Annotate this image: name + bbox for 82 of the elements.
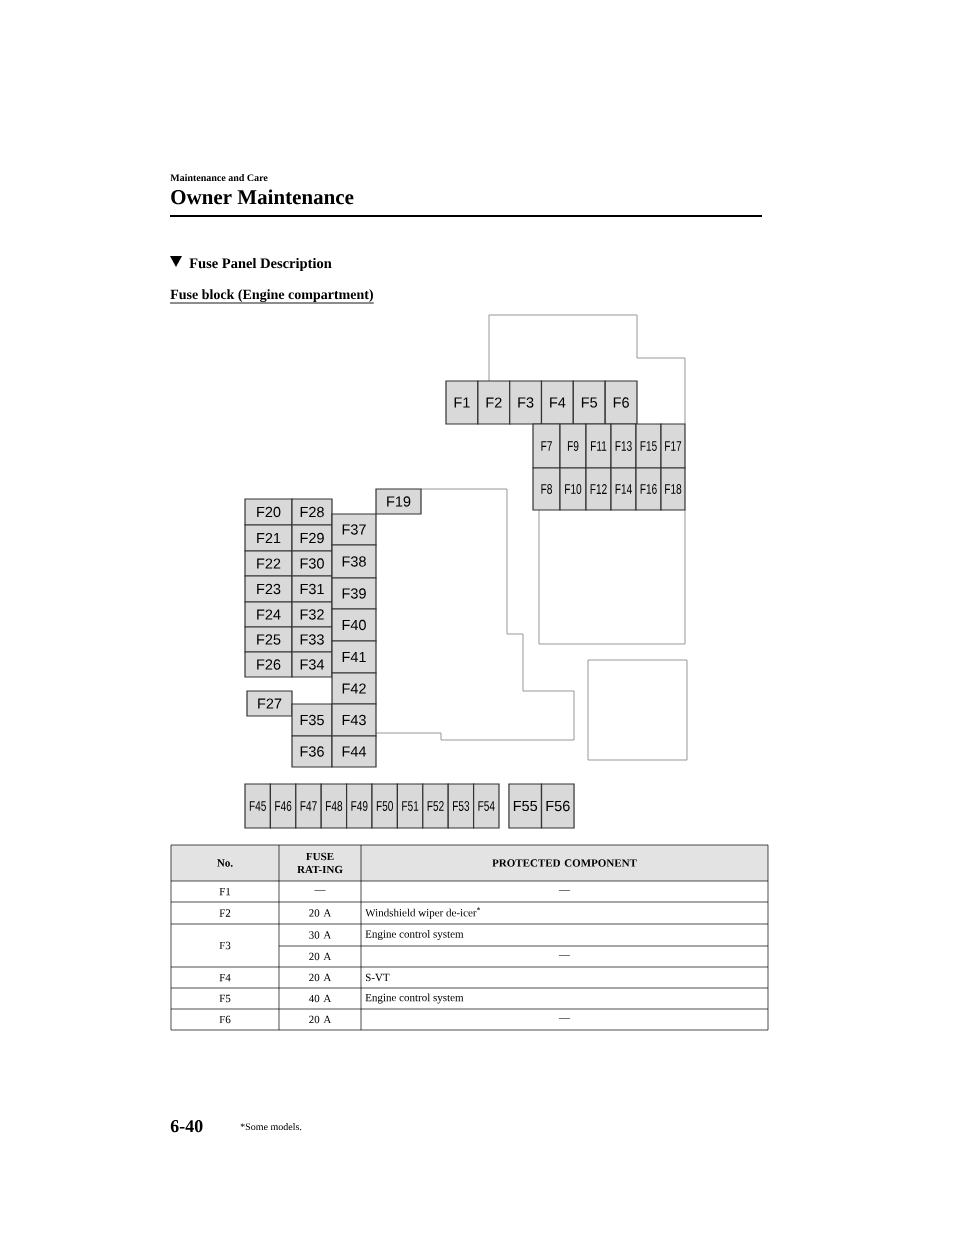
fuse-box: F42 [331, 672, 377, 705]
fuse-box: F15 [635, 423, 662, 469]
fuse-box: F43 [331, 703, 377, 737]
table-cell: No. [217, 859, 233, 867]
fuse-box: F48 [320, 783, 348, 829]
fuse-box: F4 [540, 380, 574, 425]
fuse-box: F32 [291, 601, 333, 628]
fuse-box: F16 [635, 467, 662, 511]
fuse-box: F49 [346, 783, 373, 829]
table-cell: 20 A [309, 952, 332, 961]
fuse-box: F44 [331, 735, 377, 768]
table-cell: — [314, 890, 326, 891]
table-cell: — [558, 955, 571, 956]
table-cell: 20 A [309, 909, 332, 917]
fuse-box: F10 [559, 467, 587, 511]
table-cell: Engine control system [365, 930, 464, 940]
fuse-box: F55 [508, 783, 543, 829]
fuse-box: F52 [422, 783, 449, 829]
fuse-box: F51 [396, 783, 424, 829]
fuse-box: F38 [331, 544, 377, 579]
table-cell: PROTECTED COMPONENT [492, 859, 637, 867]
fuse-box: F31 [291, 575, 333, 603]
fuse-box: F50 [371, 783, 398, 829]
fuse-box: F39 [331, 577, 377, 610]
section-title: Fuse Panel Description [189, 257, 332, 272]
fuse-box: F26 [244, 651, 293, 678]
fuse-box: F30 [291, 550, 333, 577]
fuse-box: F33 [291, 626, 333, 653]
fuse-box: F3 [509, 380, 543, 425]
table-cell: F4 [219, 973, 231, 982]
fuse-box: F8 [532, 467, 561, 511]
fuse-box: F6 [604, 380, 638, 425]
table-cell: 30 A [309, 931, 332, 939]
table-cell: F1 [219, 887, 231, 896]
table-cell: Windshield wiper de-icer$^{*}$ [365, 907, 481, 919]
fuse-box: F7 [532, 423, 561, 469]
table-cell: 40 A [308, 994, 332, 1003]
fuse-box: F2 [477, 380, 511, 425]
fuse-box: F36 [291, 735, 333, 768]
page-heading: Owner Maintenance [171, 189, 354, 205]
fuse-box: F47 [295, 783, 322, 829]
table-cell: — [558, 1018, 571, 1019]
section-label: Maintenance and Care [170, 174, 268, 182]
page-number: 6-40 [170, 1120, 203, 1133]
fuse-box: F13 [610, 423, 637, 469]
fuse-box: F21 [244, 524, 293, 552]
table-cell: 20 A [309, 973, 332, 982]
fuse-box: F54 [473, 783, 500, 829]
fuse-box: F46 [269, 783, 297, 829]
fuse-box: F12 [585, 467, 612, 511]
fuse-box: F19 [375, 488, 422, 515]
table-cell: 20 A [309, 1015, 332, 1024]
fuse-box: F34 [291, 651, 333, 678]
fuse-box: F27 [246, 690, 293, 717]
fuse-box: F40 [331, 608, 377, 642]
fuse-box: F28 [291, 498, 333, 526]
table-cell: F2 [219, 909, 231, 917]
fuse-box: F45 [244, 783, 271, 829]
fuse-box: F9 [559, 423, 587, 469]
fuse-box: F17 [660, 423, 686, 469]
underlined-heading: Fuse block (Engine compartment) [169, 289, 375, 304]
fuse-box: F41 [331, 640, 377, 674]
footnote: *Some models. [240, 1123, 302, 1131]
fuse-box: F35 [291, 703, 333, 737]
fuse-box: F29 [291, 524, 333, 552]
fuse-box: F37 [331, 513, 377, 546]
fuse-box: F56 [540, 783, 575, 829]
table-cell: F5 [219, 994, 231, 1003]
fuse-box: F53 [447, 783, 475, 829]
fuse-box: F14 [610, 467, 637, 511]
fuse-box: F23 [244, 575, 293, 603]
table-cell: FUSE RAT-ING [297, 852, 343, 874]
table-cell: S-VT [365, 973, 390, 982]
fuse-box: F20 [244, 498, 293, 526]
table-cell: — [558, 890, 571, 891]
fuse-box: F5 [572, 380, 606, 425]
table-cell: F6 [219, 1015, 231, 1024]
fuse-box: F1 [445, 380, 479, 425]
fuse-box: F11 [585, 423, 612, 469]
table-cell: Engine control system [365, 993, 464, 1004]
table-cell: F3 [219, 941, 231, 950]
fuse-box: F18 [660, 467, 686, 511]
